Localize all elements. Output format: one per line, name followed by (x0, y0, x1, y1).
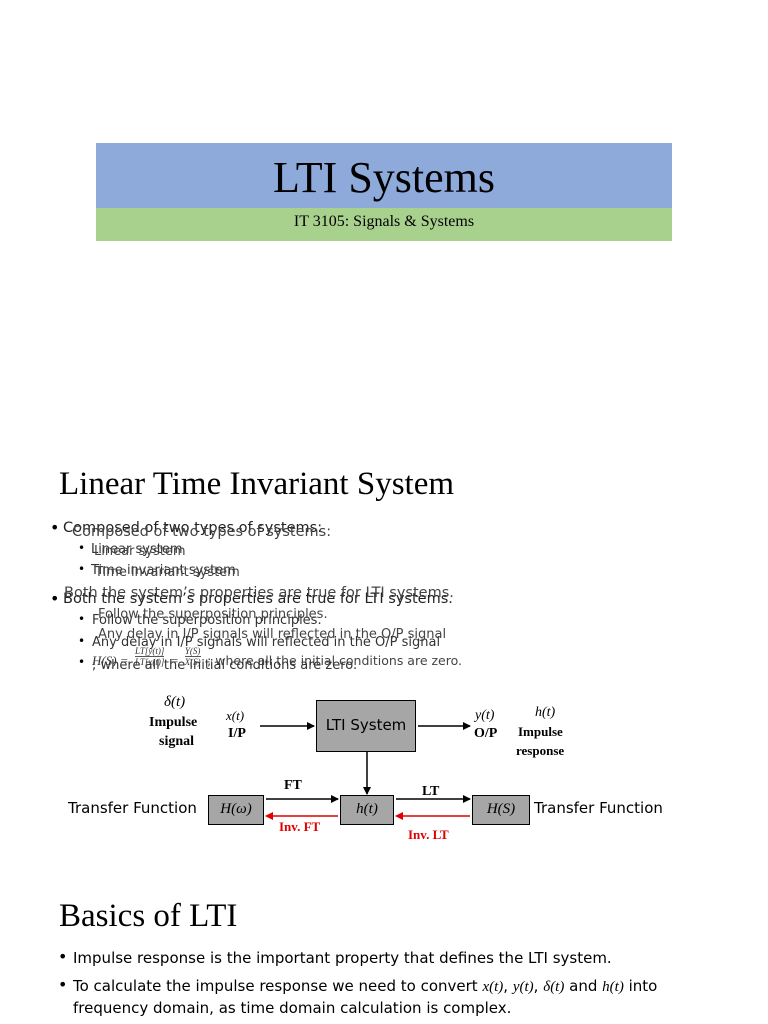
formula-frac2-den: X(S) (184, 657, 201, 667)
h-s-label: H(S) (486, 801, 516, 817)
formula-frac2-num: Y(S) (184, 646, 201, 657)
formula-frac1-num: LT[y(t)] (135, 646, 165, 657)
bullet-marker: • (58, 975, 68, 994)
section-heading-basics: Basics of LTI (59, 898, 238, 934)
bullet2-and: and (569, 977, 598, 995)
bullet2-yt: y(t) (512, 979, 534, 995)
formula-frac1-den: LT[x(t)] (135, 657, 165, 667)
output-op-label: O/P (474, 726, 498, 741)
h-omega-label: H(ω) (220, 801, 252, 817)
ht-box: h(t) (340, 795, 394, 825)
diagram-arrows (260, 722, 471, 820)
formula-fraction-1: LT[y(t)] LT[x(t)] (135, 646, 165, 667)
bullet-linear: Linear system (91, 542, 183, 557)
bullet-delay: Any delay in I/P signals will reflected … (92, 635, 441, 650)
bullet-convert: To calculate the impulse response we nee… (73, 975, 657, 998)
formula-lhs: H(S) = (92, 653, 129, 668)
bullet-composed: Composed of two types of systems: (63, 520, 323, 536)
bullet-marker: • (78, 612, 86, 626)
delta-label: δ(t) (164, 694, 186, 710)
input-xt-label: x(t) (226, 708, 245, 723)
bullet-superposition: Follow the superposition principles. (92, 613, 322, 628)
transfer-function-right-label: Transfer Function (534, 799, 663, 817)
bullet-time-invariant: Time invariant system (91, 563, 236, 578)
impulse-response-label: Impulse (518, 724, 563, 739)
bullet-both-properties-overlay: Both the system’s properties are true fo… (64, 585, 454, 601)
bullet-convert-line2: frequency domain, as time domain calcula… (73, 999, 512, 1017)
title-banner (96, 143, 672, 208)
h-omega-box: H(ω) (208, 795, 264, 825)
input-ip-label: I/P (228, 726, 246, 741)
bullet-marker: • (78, 562, 86, 576)
slide-subtitle: IT 3105: Signals & Systems (293, 213, 475, 230)
subtitle-banner (96, 208, 672, 241)
impulse-response-ht-label: h(t) (535, 705, 556, 720)
ht-box-label: h(t) (356, 801, 378, 817)
impulse-response-label-2: response (516, 743, 565, 758)
bullet2-comma1: , (503, 977, 509, 995)
bullet-impulse-response: Impulse response is the important proper… (73, 949, 612, 967)
bullet-both-properties: Both the system’s properties are true fo… (63, 591, 453, 607)
formula-tail: ; where all the initial conditions are z… (207, 653, 463, 668)
bullet-marker: • (58, 947, 68, 966)
lti-system-label: LTI System (325, 716, 407, 734)
bullet-composed-overlay: Composed of two types of systems: (72, 524, 332, 540)
output-yt-label: y(t) (475, 708, 495, 723)
lti-block-diagram: δ(t) Impulse signal x(t) I/P LTI System … (60, 692, 700, 852)
bullet-linear-overlay: Linear system (94, 544, 186, 559)
bullet-marker: • (50, 518, 60, 537)
lti-system-box: LTI System (316, 700, 416, 752)
formula-eq: = (170, 653, 179, 668)
transfer-function-left-label: Transfer Function (68, 799, 197, 817)
inv-lt-label: Inv. LT (408, 827, 449, 842)
bullet2-comma2: , (533, 977, 539, 995)
bullet-marker: • (78, 655, 86, 669)
impulse-signal-label-2: signal (159, 734, 195, 749)
bullet2-ht: h(t) (602, 979, 624, 995)
bullet2-delta: δ(t) (543, 979, 565, 995)
bullet2-pre: To calculate the impulse response we nee… (73, 977, 478, 995)
lt-label: LT (422, 784, 440, 799)
bullet-time-invariant-overlay: Time invariant system (95, 565, 240, 580)
inv-ft-label: Inv. FT (279, 819, 321, 834)
bullet2-xt: x(t) (482, 979, 504, 995)
impulse-signal-label: Impulse (149, 715, 198, 730)
bullet-superposition-overlay: Follow the superposition principles. (98, 607, 328, 622)
formula-tail-overlay: ; where all the initial conditions are z… (92, 658, 358, 673)
ft-label: FT (284, 778, 302, 793)
bullet-marker: • (50, 589, 60, 608)
formula-fraction-2: Y(S) X(S) (184, 646, 201, 667)
bullet-marker: • (78, 634, 86, 648)
section-heading-lti: Linear Time Invariant System (59, 466, 455, 502)
bullet-marker: • (78, 541, 86, 555)
bullet2-post: into (628, 977, 658, 995)
slide-title: LTI Systems (272, 153, 496, 202)
h-s-box: H(S) (472, 795, 530, 825)
bullet-delay-overlay: Any delay in I/P signals will reflected … (98, 627, 447, 642)
transfer-function-formula: H(S) = LT[y(t)] LT[x(t)] = Y(S) X(S) ; w… (92, 646, 462, 670)
